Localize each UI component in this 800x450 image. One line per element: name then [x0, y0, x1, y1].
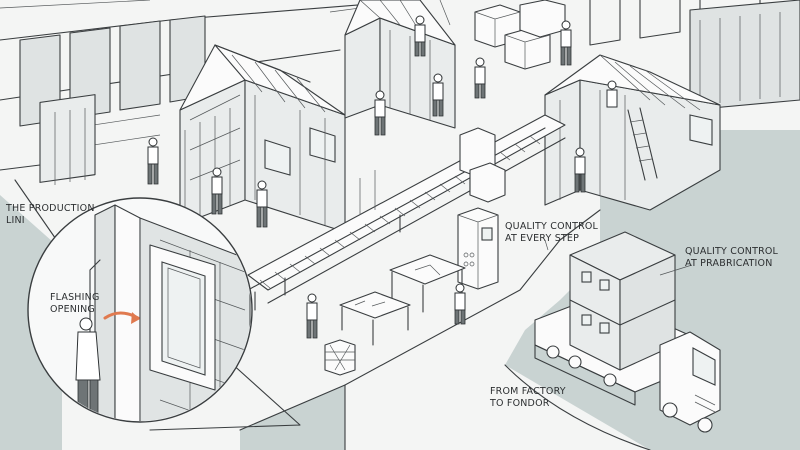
label-quality-control-step: QUALITY CONTROL AT EVERY STEP: [505, 221, 599, 244]
modular-house-frame-1: [179, 44, 346, 233]
floor-center: [240, 385, 345, 450]
conveyor-icon: [247, 114, 566, 311]
label-factory-to-vendor: FROM FACTORY TO FONDOR: [490, 386, 566, 409]
work-table-2: [339, 291, 411, 346]
modular-house-frame-3: [544, 54, 721, 211]
worker-icon: [147, 15, 618, 339]
control-panel-icon: [457, 207, 499, 290]
cart: [324, 339, 356, 376]
back-wall: [0, 0, 800, 185]
work-table-1: [389, 254, 466, 313]
crate-stack: [474, 0, 566, 70]
modular-house-frame-2: [344, 0, 456, 129]
label-quality-control-prefab: QUALITY CONTROL AT PRABRICATION: [685, 246, 779, 269]
truck-icon: [534, 231, 721, 433]
label-flashing-opening: FLASHING OPENING: [50, 292, 100, 315]
arrow-head-icon: [131, 312, 140, 324]
label-production-line: THE PRODUCTION LINI: [6, 203, 95, 226]
